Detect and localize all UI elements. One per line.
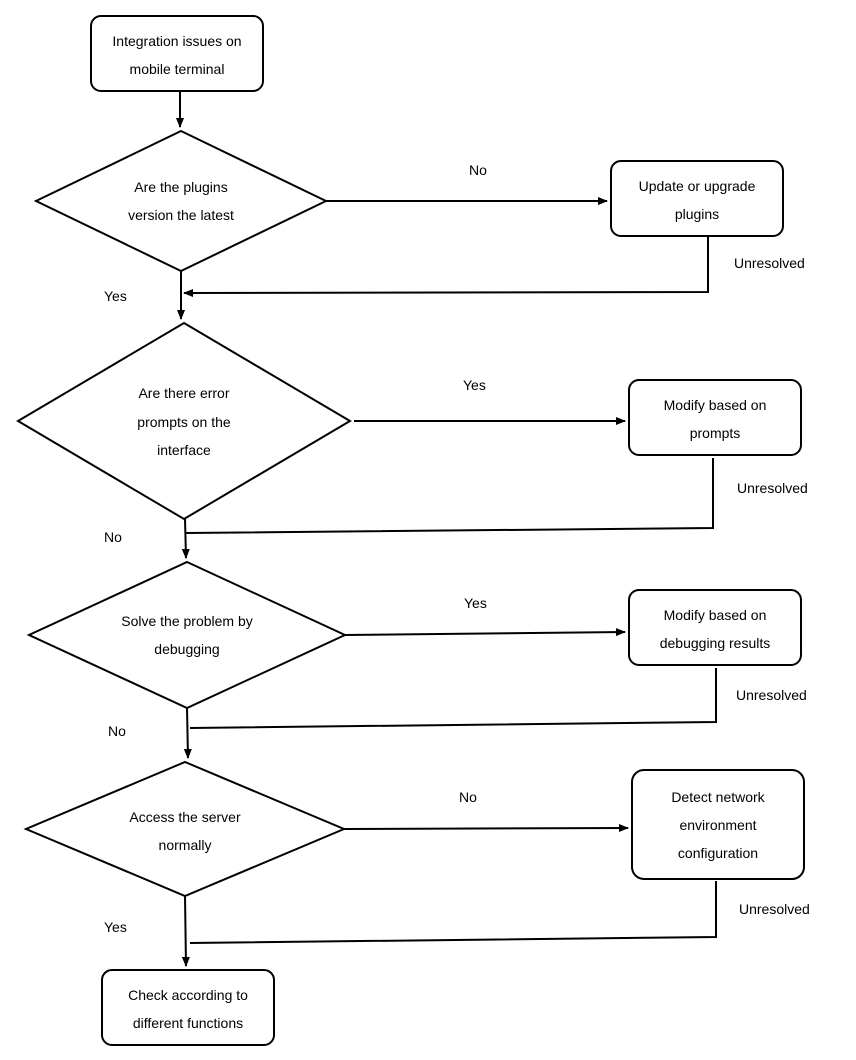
- prompts-line-1: Modify based on: [664, 397, 767, 413]
- error-line-2: prompts on the: [137, 414, 231, 430]
- edge-server-no: [343, 824, 629, 833]
- label-network-unresolved: Unresolved: [739, 901, 810, 917]
- edge-debug-no: [183, 707, 192, 759]
- plugins-latest-decision: [33, 129, 329, 273]
- network-line-2: environment: [679, 817, 756, 833]
- label-error-yes: Yes: [463, 377, 486, 393]
- edge-error-no: [181, 518, 190, 559]
- latest-line-2: version the latest: [128, 207, 234, 223]
- update-line-2: plugins: [675, 206, 719, 222]
- latest-line-1: Are the plugins: [134, 179, 227, 195]
- error-line-1: Are there error: [138, 385, 229, 401]
- edge-network-unresolved: [189, 881, 717, 944]
- label-server-yes: Yes: [104, 919, 127, 935]
- edge-update-unresolved: [183, 236, 709, 297]
- edge-debug-yes: [344, 628, 626, 637]
- label-latest-yes: Yes: [104, 288, 127, 304]
- debug-line-1: Solve the problem by: [121, 613, 253, 629]
- server-line-1: Access the server: [129, 809, 241, 825]
- debugres-line-1: Modify based on: [664, 607, 767, 623]
- debug-line-2: debugging: [154, 641, 219, 657]
- modify-debugging-node: [628, 589, 802, 666]
- label-debug-yes: Yes: [464, 595, 487, 611]
- end-line-1: Check according to: [128, 987, 248, 1003]
- start-line-1: Integration issues on: [112, 33, 241, 49]
- debugging-decision: [26, 560, 348, 710]
- label-server-no: No: [459, 789, 477, 805]
- label-update-unresolved: Unresolved: [734, 255, 805, 271]
- edge-server-yes: [181, 895, 190, 967]
- update-line-1: Update or upgrade: [639, 178, 756, 194]
- network-line-3: configuration: [678, 845, 758, 861]
- end-node: [101, 969, 275, 1046]
- start-node: [90, 15, 264, 92]
- update-plugins-node: [610, 160, 784, 237]
- error-line-3: interface: [157, 442, 211, 458]
- debugres-line-2: debugging results: [660, 635, 771, 651]
- server-access-decision: [23, 760, 347, 898]
- start-line-2: mobile terminal: [130, 61, 225, 77]
- modify-prompts-node: [628, 379, 802, 456]
- label-debug-no: No: [108, 723, 126, 739]
- prompts-line-2: prompts: [690, 425, 741, 441]
- edge-prompts-unresolved: [185, 458, 714, 534]
- network-line-1: Detect network: [671, 789, 765, 805]
- detect-network-node: [631, 769, 805, 880]
- label-debugres-unresolved: Unresolved: [736, 687, 807, 703]
- label-prompts-unresolved: Unresolved: [737, 480, 808, 496]
- error-prompts-decision: [16, 321, 352, 521]
- label-error-no: No: [104, 529, 122, 545]
- label-latest-no: No: [469, 162, 487, 178]
- end-line-2: different functions: [133, 1015, 243, 1031]
- server-line-2: normally: [159, 837, 212, 853]
- edge-debugres-unresolved: [189, 668, 717, 729]
